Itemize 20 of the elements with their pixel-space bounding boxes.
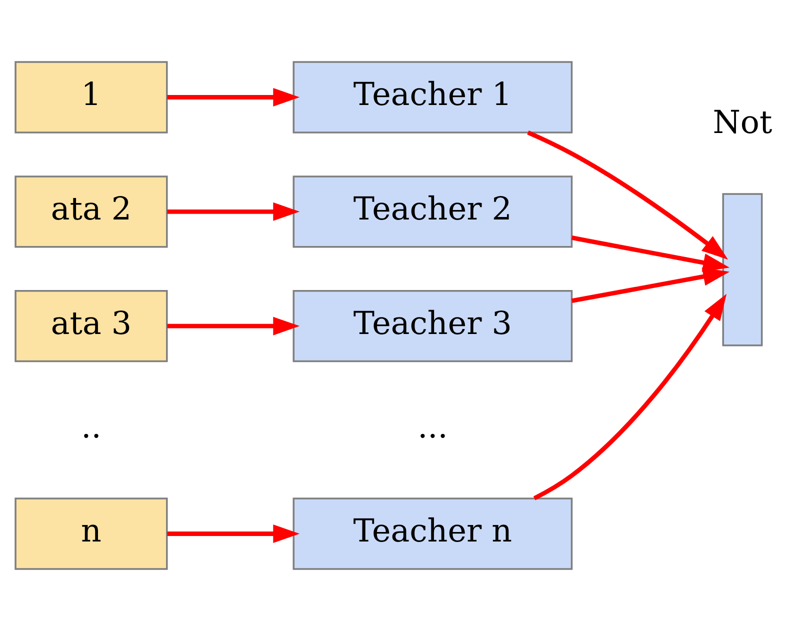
node-box: Teacher n — [292, 498, 573, 570]
arrow — [533, 294, 727, 500]
node-box — [722, 193, 763, 346]
arrow — [167, 524, 300, 544]
node-box: Teacher 1 — [292, 61, 573, 134]
node-box: ata 3 — [14, 290, 168, 362]
label: Not — [712, 105, 772, 142]
arrow — [167, 88, 300, 106]
label: ... — [418, 410, 448, 446]
node-box: Teacher 3 — [292, 290, 573, 362]
node-box: n — [14, 498, 168, 570]
node-box: Teacher 2 — [292, 176, 573, 248]
node-box: ata 2 — [14, 176, 168, 248]
arrow — [527, 130, 728, 260]
arrow — [167, 316, 300, 336]
label: .. — [81, 410, 102, 446]
arrow — [572, 267, 730, 303]
node-box: 1 — [14, 61, 168, 134]
arrow — [571, 236, 730, 272]
arrow — [167, 202, 300, 221]
